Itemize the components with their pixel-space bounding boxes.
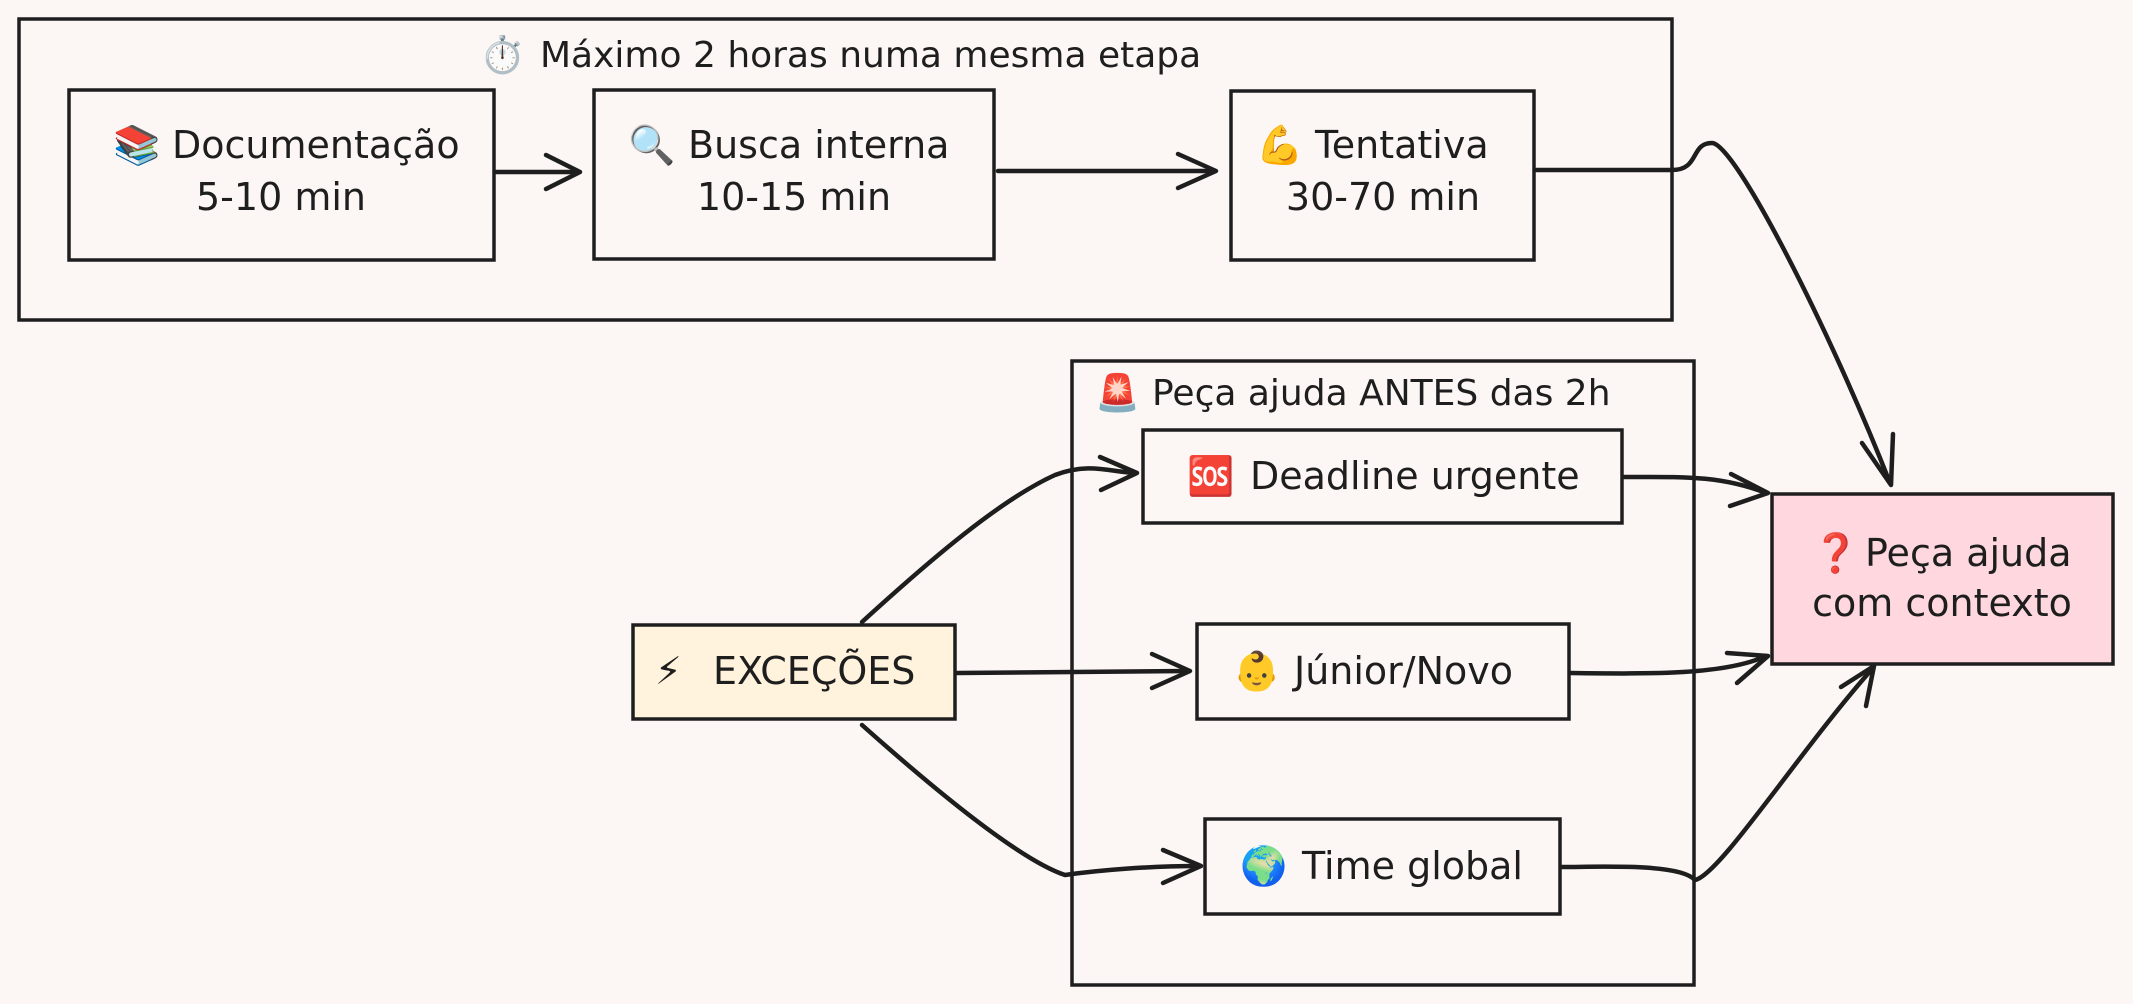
node-busca: 🔍 Busca interna 10-15 min: [592, 88, 996, 261]
globe-icon: 🌍: [1240, 844, 1287, 888]
edges: [493, 140, 1896, 886]
group-ask-before-label: Peça ajuda ANTES das 2h: [1152, 373, 1611, 414]
group-ask-before: 🚨 Peça ajuda ANTES das 2h: [1070, 359, 1696, 987]
node-tentativa: 💪 Tentativa 30-70 min: [1229, 89, 1536, 262]
edge-junior-peca-ajuda: [1567, 653, 1769, 676]
edge-time-global-peca-ajuda: [1559, 665, 1876, 883]
arrowhead: [1149, 651, 1193, 691]
arrowhead: [1724, 650, 1771, 686]
stopwatch-icon: ⏱️: [480, 34, 525, 76]
node-deadline-title: Deadline urgente: [1250, 454, 1580, 498]
node-busca-title: Busca interna: [688, 123, 949, 167]
node-deadline: 🆘 Deadline urgente: [1141, 428, 1624, 525]
node-peca-ajuda-subtitle: com contexto: [1812, 581, 2072, 625]
group-max-time: ⏱️ Máximo 2 horas numa mesma etapa: [17, 17, 1674, 322]
node-peca-ajuda: ❓ Peça ajuda com contexto: [1770, 492, 2115, 666]
node-tentativa-title: Tentativa: [1314, 123, 1489, 167]
group-max-time-label: Máximo 2 horas numa mesma etapa: [540, 35, 1201, 76]
baby-icon: 👶: [1233, 649, 1280, 693]
edge-excecoes-deadline: [859, 466, 1138, 625]
arrowhead: [1859, 431, 1896, 488]
node-time-global-title: Time global: [1301, 844, 1523, 888]
books-icon: 📚: [113, 123, 160, 167]
siren-icon: 🚨: [1095, 372, 1140, 414]
magnifier-icon: 🔍: [628, 121, 675, 167]
node-tentativa-duration: 30-70 min: [1286, 175, 1480, 219]
question-icon: ❓: [1812, 531, 1859, 575]
node-busca-duration: 10-15 min: [697, 175, 891, 219]
arrowhead: [1838, 663, 1877, 709]
arrowhead: [1175, 151, 1219, 191]
node-excecoes-title: EXCEÇÕES: [713, 649, 915, 693]
node-peca-ajuda-title: Peça ajuda: [1865, 531, 2072, 575]
edge-tentativa-peca-ajuda: [1533, 140, 1893, 486]
arrowhead: [543, 152, 583, 192]
node-time-global: 🌍 Time global: [1203, 817, 1562, 916]
node-excecoes: ⚡ EXCEÇÕES: [631, 623, 957, 721]
edge-excecoes-time-global: [859, 722, 1202, 878]
arrowhead: [1727, 471, 1771, 509]
arrowhead: [1097, 454, 1140, 493]
node-junior: 👶 Júnior/Novo: [1195, 622, 1571, 721]
node-documentacao-title: Documentação: [172, 123, 460, 167]
lightning-icon: ⚡: [655, 649, 682, 693]
node-documentacao: 📚 Documentação 5-10 min: [67, 88, 496, 262]
node-documentacao-duration: 5-10 min: [196, 175, 366, 219]
node-junior-title: Júnior/Novo: [1292, 649, 1513, 693]
arrowhead: [1160, 847, 1204, 886]
edge-deadline-peca-ajuda: [1621, 474, 1769, 496]
sos-icon: 🆘: [1187, 454, 1234, 498]
edge-excecoes-junior: [954, 668, 1191, 676]
flexed-arm-icon: 💪: [1256, 123, 1303, 167]
